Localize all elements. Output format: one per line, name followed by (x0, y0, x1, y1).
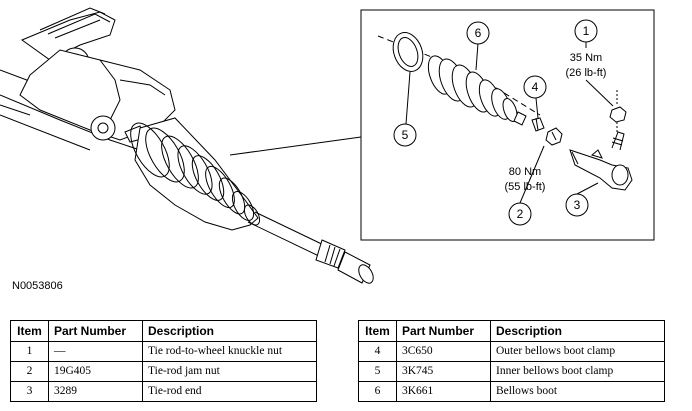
header-item: Item (10, 320, 49, 342)
callout-1-number: 1 (583, 24, 590, 38)
table-row: 4 3C650 Outer bellows boot clamp (358, 341, 665, 362)
parts-table-left: Item Part Number Description 1 — Tie rod… (10, 320, 317, 402)
installed-tie-rod (247, 211, 374, 284)
callout-5: 5 (393, 123, 417, 147)
callout-2-number: 2 (517, 207, 524, 221)
header-description: Description (142, 320, 317, 342)
header-description: Description (490, 320, 665, 342)
callout-4-number: 4 (532, 80, 539, 94)
figure-id: N0053806 (12, 280, 63, 292)
item-cell: 5 (358, 361, 397, 382)
part-number-cell: 3K661 (396, 381, 491, 402)
callout-1-torque-lbft: (26 lb-ft) (566, 67, 607, 79)
parts-table-right: Item Part Number Description 4 3C650 Out… (358, 320, 665, 402)
callout-2-torque-lbft: (55 lb-ft) (505, 181, 546, 193)
bellows-boot-part (427, 55, 527, 126)
header-item: Item (358, 320, 397, 342)
description-cell: Bellows boot (490, 381, 665, 402)
header-part-number: Part Number (396, 320, 491, 342)
table-row: 3 3289 Tie-rod end (10, 381, 317, 402)
table-row: 6 3K661 Bellows boot (358, 381, 665, 402)
item-cell: 4 (358, 341, 397, 362)
table-row: 1 — Tie rod-to-wheel knuckle nut (10, 341, 317, 362)
item-cell: 1 (10, 341, 49, 362)
jam-nut-part (545, 127, 563, 146)
callout-4: 4 (523, 75, 547, 99)
callout-1: 1 (574, 19, 598, 43)
callout-1-torque-nm: 35 Nm (570, 52, 602, 64)
table-row: 5 3K745 Inner bellows boot clamp (358, 361, 665, 382)
callout-6-number: 6 (475, 26, 482, 40)
detail-leader-line (229, 136, 362, 156)
item-cell: 3 (10, 381, 49, 402)
description-cell: Tie-rod jam nut (142, 361, 317, 382)
table-row: 2 19G405 Tie-rod jam nut (10, 361, 317, 382)
callout-3-number: 3 (574, 198, 581, 212)
description-cell: Tie-rod end (142, 381, 317, 402)
part-number-cell: — (48, 341, 143, 362)
part-number-cell: 3C650 (396, 341, 491, 362)
description-cell: Outer bellows boot clamp (490, 341, 665, 362)
inner-boot-clamp-part (392, 32, 424, 72)
outer-boot-clamp-part (531, 117, 545, 132)
callout-5-number: 5 (402, 128, 409, 142)
description-cell: Inner bellows boot clamp (490, 361, 665, 382)
steering-gear-housing (0, 7, 176, 151)
item-cell: 6 (358, 381, 397, 402)
tie-rod-end-part (569, 131, 633, 191)
knuckle-nut-part (609, 90, 627, 132)
installed-bellows-boot (130, 117, 261, 231)
part-number-cell: 3K745 (396, 361, 491, 382)
part-number-cell: 3289 (48, 381, 143, 402)
callout-2: 2 (508, 202, 532, 226)
callout-3: 3 (565, 193, 589, 217)
callout-2-torque-nm: 80 Nm (509, 166, 541, 178)
description-cell: Tie rod-to-wheel knuckle nut (142, 341, 317, 362)
header-part-number: Part Number (48, 320, 143, 342)
callout-6: 6 (466, 21, 490, 45)
steering-gear-diagram: 1 35 Nm (26 lb-ft) 2 80 Nm (55 lb-ft) 3 … (0, 7, 655, 284)
item-cell: 2 (10, 361, 49, 382)
part-number-cell: 19G405 (48, 361, 143, 382)
